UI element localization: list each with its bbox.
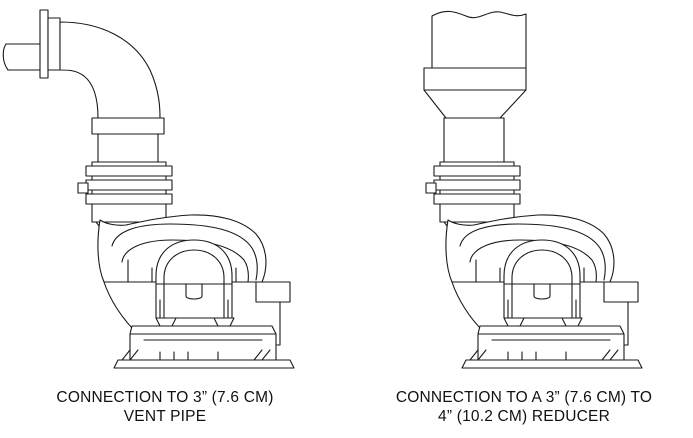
caption-reducer-line2: 4” (10.2 CM) REDUCER xyxy=(438,408,610,425)
caption-reducer: CONNECTION TO A 3” (7.6 CM) TO 4” (10.2 … xyxy=(355,388,693,426)
caption-vent-pipe: CONNECTION TO 3” (7.6 CM) VENT PIPE xyxy=(0,388,330,426)
caption-vent-pipe-line2: VENT PIPE xyxy=(123,408,207,425)
caption-vent-pipe-line1: CONNECTION TO 3” (7.6 CM) xyxy=(56,389,274,406)
caption-reducer-line1: CONNECTION TO A 3” (7.6 CM) TO xyxy=(395,389,653,406)
figure-reducer-connection xyxy=(423,10,643,369)
figure-vent-pipe-connection xyxy=(2,9,295,369)
